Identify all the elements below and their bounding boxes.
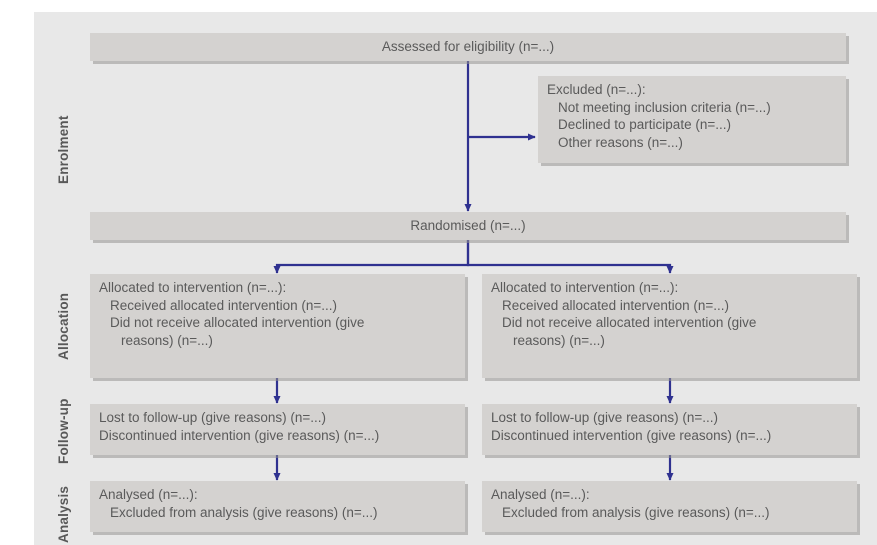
assessed-for-eligibility-text: Assessed for eligibility (n=...) xyxy=(381,39,555,55)
analysis-left-excluded: Excluded from analysis (give reasons) (n… xyxy=(110,504,378,520)
allocation-right-did-not-receive: Did not receive allocated intervention (… xyxy=(502,315,757,330)
analysis-right-title: Analysed (n=...): xyxy=(491,487,590,502)
allocation-left-did-not-receive-cont: reasons) (n=...) xyxy=(121,332,213,348)
stage-label-followup: Follow-up xyxy=(56,398,71,464)
allocation-left-received: Received allocated intervention (n=...) xyxy=(110,297,338,313)
allocation-right-did-not-receive-cont: reasons) (n=...) xyxy=(513,332,605,348)
arrow-randomised-to-allocation-left xyxy=(273,240,470,274)
randomised-text: Randomised (n=...) xyxy=(410,218,526,234)
arrow-randomised-to-allocation-right xyxy=(466,240,674,274)
analysis-box-left: Analysed (n=...): Excluded from analysis… xyxy=(90,481,465,532)
allocation-left-did-not-receive: Did not receive allocated intervention (… xyxy=(110,315,365,330)
allocation-right-title: Allocated to intervention (n=...): xyxy=(491,280,679,295)
stage-label-analysis: Analysis xyxy=(56,485,71,543)
consort-flow-diagram: Enrolment Allocation Follow-up Analysis … xyxy=(34,12,877,545)
followup-left-lost: Lost to follow-up (give reasons) (n=...) xyxy=(99,410,326,425)
allocation-left-title: Allocated to intervention (n=...): xyxy=(99,280,287,295)
analysis-box-right: Analysed (n=...): Excluded from analysis… xyxy=(482,481,857,532)
analysis-right-excluded: Excluded from analysis (give reasons) (n… xyxy=(502,504,770,520)
randomised-box: Randomised (n=...) xyxy=(90,212,846,240)
excluded-item-other-reasons: Other reasons (n=...) xyxy=(558,134,683,150)
excluded-title: Excluded (n=...): xyxy=(547,82,646,97)
stage-label-allocation: Allocation xyxy=(56,292,71,360)
followup-right-discontinued: Discontinued intervention (give reasons)… xyxy=(491,427,772,443)
followup-right-lost: Lost to follow-up (give reasons) (n=...) xyxy=(491,410,718,425)
stage-label-enrolment: Enrolment xyxy=(56,115,71,184)
excluded-item-not-meeting-criteria: Not meeting inclusion criteria (n=...) xyxy=(558,99,771,115)
excluded-box: Excluded (n=...): Not meeting inclusion … xyxy=(538,76,846,163)
excluded-item-declined: Declined to participate (n=...) xyxy=(558,117,731,132)
followup-box-right: Lost to follow-up (give reasons) (n=...)… xyxy=(482,404,857,455)
allocation-box-left: Allocated to intervention (n=...): Recei… xyxy=(90,274,465,378)
assessed-for-eligibility-box: Assessed for eligibility (n=...) xyxy=(90,33,846,61)
allocation-right-received: Received allocated intervention (n=...) xyxy=(502,297,730,313)
followup-left-discontinued: Discontinued intervention (give reasons)… xyxy=(99,427,380,443)
analysis-left-title: Analysed (n=...): xyxy=(99,487,198,502)
followup-box-left: Lost to follow-up (give reasons) (n=...)… xyxy=(90,404,465,455)
allocation-box-right: Allocated to intervention (n=...): Recei… xyxy=(482,274,857,378)
